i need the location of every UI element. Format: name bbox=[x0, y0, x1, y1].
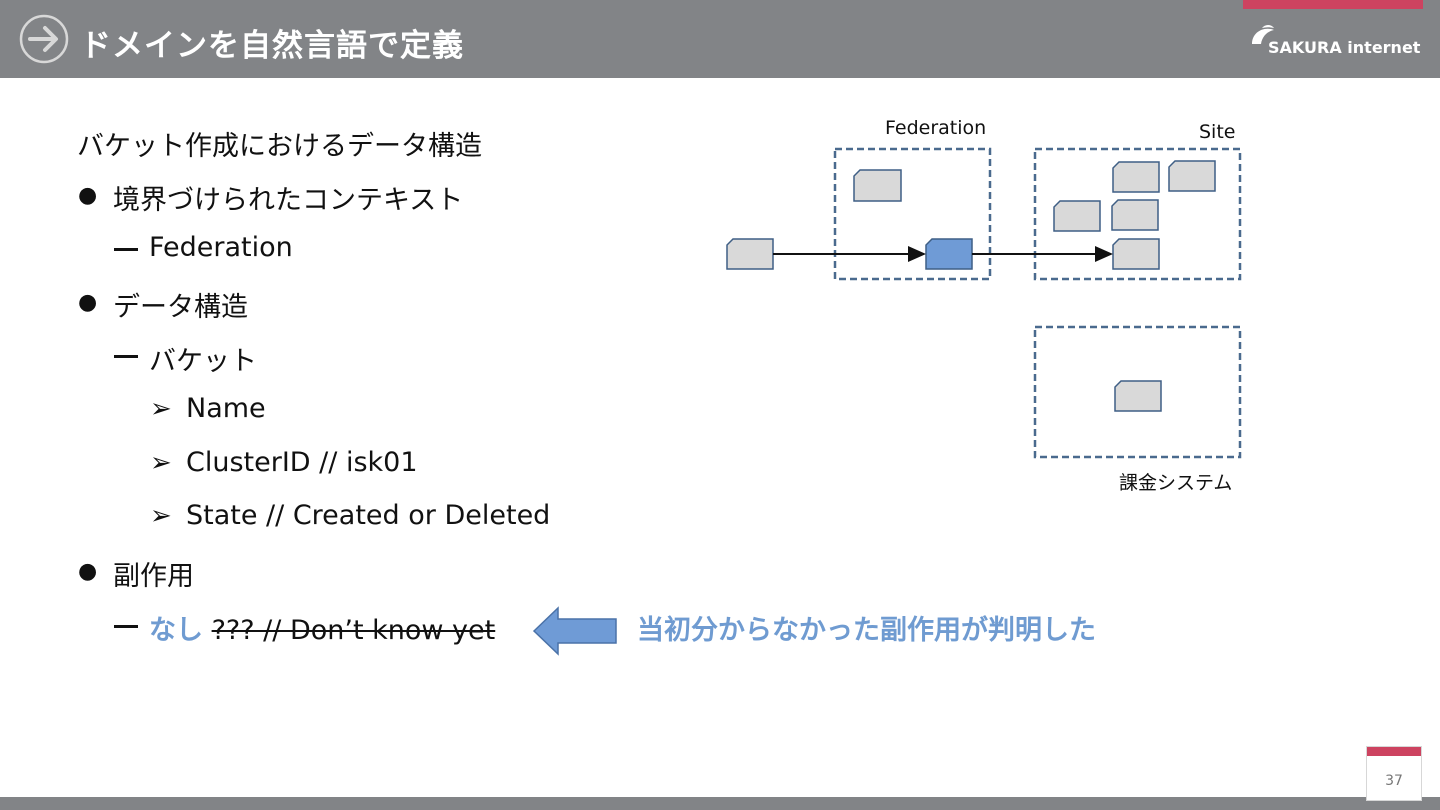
federation-bucket-box bbox=[853, 169, 902, 202]
bullet-dot: ● bbox=[78, 183, 98, 208]
item-state: State // Created or Deleted bbox=[186, 500, 551, 531]
sub-federation: Federation bbox=[149, 232, 293, 263]
side-effect-line: なし ??? // Don’t know yet bbox=[149, 608, 495, 647]
dash-marker bbox=[114, 625, 138, 628]
source-bucket-box bbox=[726, 238, 774, 270]
page-number: 37 bbox=[1385, 773, 1403, 789]
bullet-bounded-context: 境界づけられたコンテキスト bbox=[113, 185, 464, 216]
sub-bucket: バケット bbox=[149, 346, 257, 377]
arrowhead-marker: ➢ bbox=[150, 501, 172, 531]
side-effect-none: なし bbox=[149, 615, 203, 646]
header-bar: ドメインを自然言語で定義 SAKURA internet bbox=[0, 0, 1440, 78]
dash-marker bbox=[114, 355, 138, 358]
arrowhead-marker: ➢ bbox=[150, 448, 172, 478]
item-name: Name bbox=[186, 393, 266, 424]
logo-text: SAKURA internet bbox=[1268, 38, 1421, 57]
content-heading: バケット作成におけるデータ構造 bbox=[77, 131, 482, 162]
bullet-data-structure: データ構造 bbox=[113, 292, 248, 323]
footer-bar bbox=[0, 797, 1440, 810]
billing-system-label: 課金システム bbox=[1119, 472, 1233, 494]
side-effect-struck-text: ??? // Don’t know yet bbox=[211, 615, 496, 646]
site-bucket-box bbox=[1168, 160, 1216, 192]
bullet-dot: ● bbox=[78, 290, 98, 315]
sakura-logo: SAKURA internet bbox=[1248, 22, 1420, 62]
billing-frame bbox=[1033, 325, 1242, 459]
callout-arrow-icon bbox=[532, 606, 617, 656]
page-title: ドメインを自然言語で定義 bbox=[80, 28, 464, 64]
dash-marker bbox=[114, 248, 138, 251]
site-bucket-box bbox=[1112, 161, 1160, 193]
federation-frame bbox=[833, 147, 992, 281]
item-cluster-id: ClusterID // isk01 bbox=[186, 447, 418, 478]
header-accent-stripe bbox=[1243, 0, 1423, 9]
page-number-accent bbox=[1367, 747, 1421, 756]
site-bucket-box bbox=[1053, 200, 1101, 232]
bullet-side-effect: 副作用 bbox=[113, 561, 194, 592]
callout-text: 当初分からなかった副作用が判明した bbox=[637, 615, 1096, 646]
page-number-box: 37 bbox=[1366, 746, 1422, 801]
bullet-dot: ● bbox=[78, 559, 98, 584]
federation-active-bucket-box bbox=[925, 238, 973, 270]
site-bucket-box bbox=[1112, 238, 1160, 270]
federation-label: Federation bbox=[885, 117, 987, 139]
site-bucket-box bbox=[1111, 199, 1159, 231]
site-label: Site bbox=[1199, 121, 1236, 143]
arrowhead-marker: ➢ bbox=[150, 394, 172, 424]
billing-bucket-box bbox=[1114, 380, 1162, 412]
arrow-right-icon bbox=[19, 14, 69, 64]
site-frame bbox=[1033, 147, 1242, 281]
sakura-logo-icon bbox=[1252, 25, 1274, 44]
